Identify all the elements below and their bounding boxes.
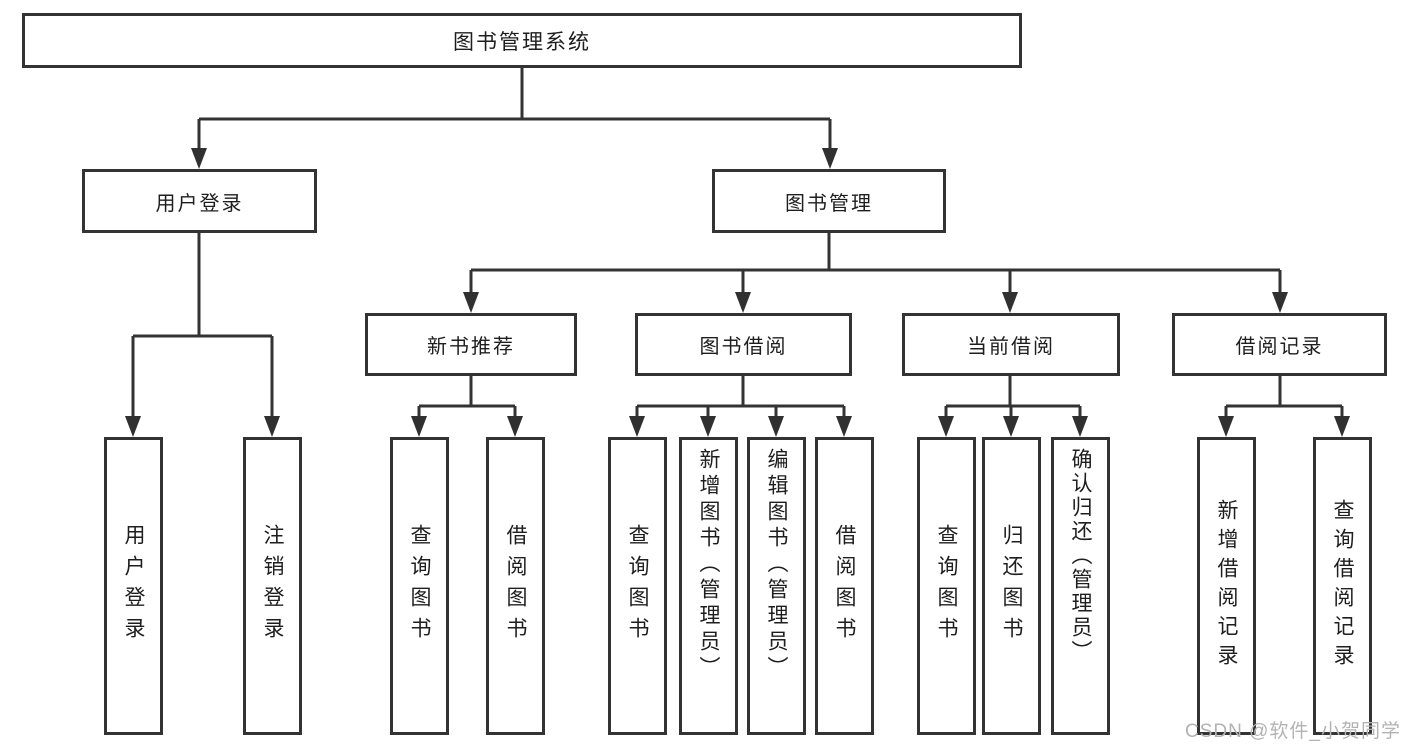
- arrowheads: [125, 148, 1350, 437]
- leaf-label: 确认归还（管理员）: [1069, 448, 1092, 664]
- leaf-label: 借阅图书: [833, 524, 856, 648]
- node-borrowing-records: 借阅记录: [1172, 313, 1387, 376]
- node-label: 用户登录: [155, 192, 244, 215]
- leaf-label: 新增借阅记录: [1215, 499, 1238, 673]
- node-label: 图书借阅: [699, 336, 788, 358]
- node-book-borrowing: 图书借阅: [635, 313, 852, 376]
- csdn-watermark: CSDN @软件_小贺同学: [1185, 721, 1401, 742]
- leaf-return-book: 归还图书: [982, 437, 1041, 735]
- leaf-label: 借阅图书: [504, 524, 527, 648]
- leaf-user-login: 用户登录: [104, 437, 163, 735]
- leaf-add-book-admin: 新增图书（管理员）: [679, 437, 738, 735]
- leaf-borrowing-borrow-books: 借阅图书: [815, 437, 874, 735]
- leaf-label: 查询图书: [935, 524, 958, 648]
- leaf-label: 新增图书（管理员）: [697, 448, 720, 682]
- node-new-book-recommendation: 新书推荐: [365, 313, 577, 376]
- node-label: 当前借阅: [967, 336, 1055, 358]
- leaf-label: 查询借阅记录: [1331, 499, 1354, 673]
- leaf-query-borrow-record: 查询借阅记录: [1313, 437, 1372, 735]
- leaf-edit-book-admin: 编辑图书（管理员）: [747, 437, 806, 735]
- leaf-label: 查询图书: [626, 524, 649, 648]
- leaf-label: 编辑图书（管理员）: [765, 448, 788, 682]
- leaf-confirm-return-admin: 确认归还（管理员）: [1051, 437, 1110, 735]
- leaf-recommend-query-books: 查询图书: [390, 437, 449, 735]
- node-library-management-system: 图书管理系统: [22, 13, 1022, 68]
- node-label: 图书管理系统: [453, 30, 591, 54]
- node-user-login: 用户登录: [82, 169, 317, 233]
- leaf-label: 查询图书: [408, 524, 431, 648]
- node-current-borrowing: 当前借阅: [902, 313, 1120, 376]
- leaf-borrowing-query-books: 查询图书: [608, 437, 667, 735]
- leaf-label: 注销登录: [261, 524, 284, 648]
- leaf-label: 归还图书: [1000, 524, 1023, 648]
- node-label: 借阅记录: [1235, 336, 1324, 358]
- leaf-add-borrow-record: 新增借阅记录: [1197, 437, 1256, 735]
- node-label: 新书推荐: [427, 336, 515, 358]
- leaf-logout: 注销登录: [243, 437, 302, 735]
- node-label: 图书管理: [785, 192, 873, 215]
- leaf-current-query-books: 查询图书: [917, 437, 976, 735]
- node-book-management: 图书管理: [712, 169, 946, 233]
- leaf-recommend-borrow-books: 借阅图书: [486, 437, 545, 735]
- leaf-label: 用户登录: [122, 524, 145, 648]
